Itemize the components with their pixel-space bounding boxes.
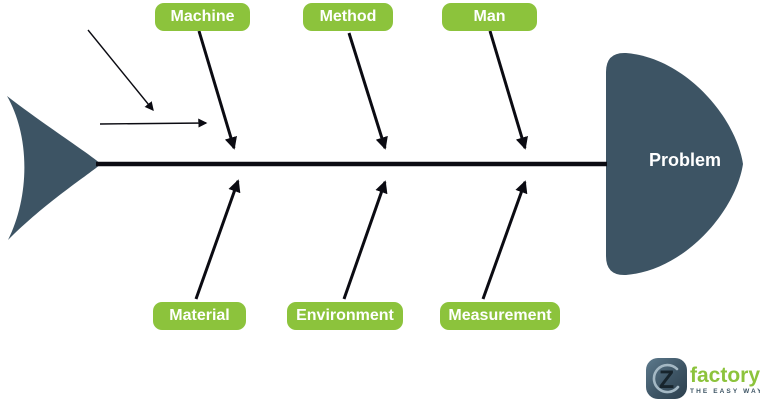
- bone-material: [194, 179, 241, 300]
- sub-bone-horizontal-arrow: [99, 118, 208, 128]
- category-pill-environment: Environment: [287, 302, 403, 330]
- category-label: Machine: [170, 8, 235, 25]
- category-label: Material: [169, 307, 230, 324]
- sub-bone-diagonal-arrow: [87, 29, 154, 112]
- category-label: Method: [319, 8, 377, 25]
- logo-z-icon: Z: [646, 358, 687, 399]
- svg-text:Z: Z: [659, 366, 674, 394]
- category-pill-method: Method: [303, 3, 393, 31]
- logo-tagline: THE EASY WAY: [690, 388, 760, 395]
- z-glyph: Z: [652, 363, 680, 394]
- category-label: Environment: [296, 307, 394, 324]
- category-pill-measurement: Measurement: [440, 302, 560, 330]
- bone-machine: [197, 30, 237, 150]
- category-label: Measurement: [448, 307, 552, 324]
- category-pill-machine: Machine: [155, 3, 250, 31]
- problem-label: Problem: [648, 150, 722, 170]
- bone-man: [488, 30, 528, 150]
- logo-name: factory: [690, 364, 760, 387]
- logo-text: factory THE EASY WAY: [690, 358, 760, 395]
- fish-tail-shape: [7, 96, 101, 240]
- bone-environment: [342, 180, 388, 300]
- bone-measurement: [481, 180, 528, 300]
- category-pill-material: Material: [153, 302, 246, 330]
- fish-head-shape: [606, 52, 743, 276]
- bone-method: [347, 32, 388, 150]
- category-label: Man: [473, 8, 506, 25]
- logo: Z factory THE EASY WAY: [646, 358, 760, 399]
- category-pill-man: Man: [442, 3, 537, 31]
